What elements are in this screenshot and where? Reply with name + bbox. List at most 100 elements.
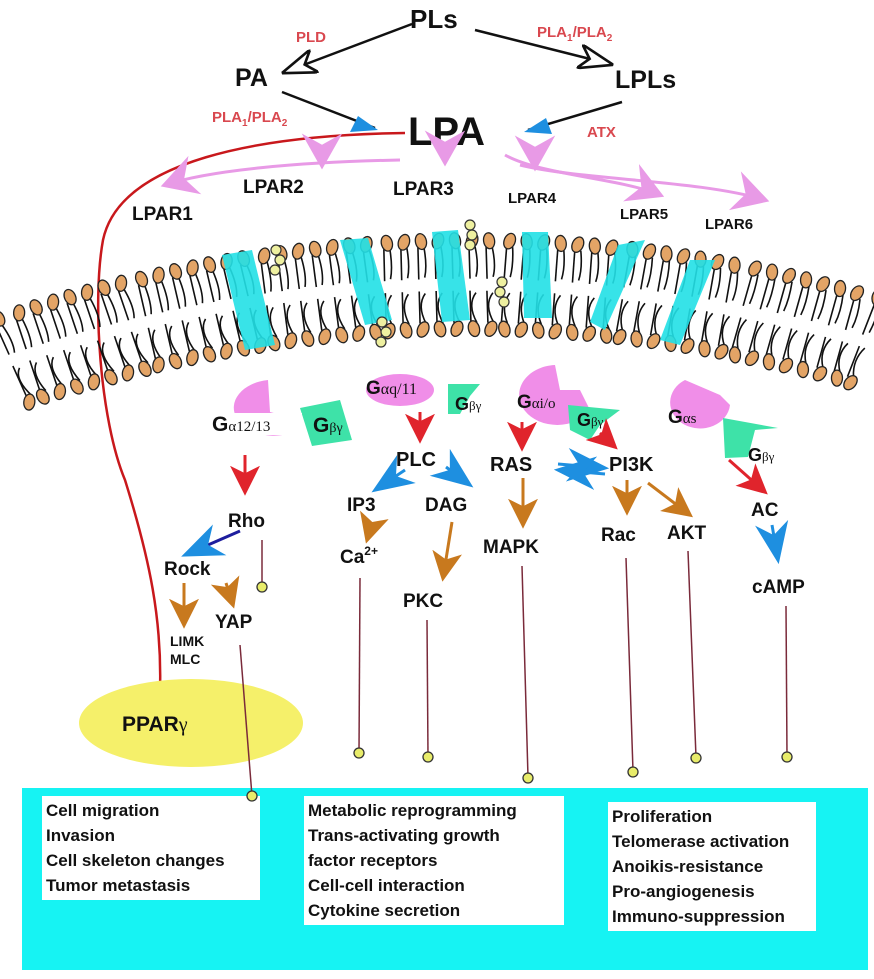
- outcome-box-metabolic: Metabolic reprogramming Trans-activating…: [304, 796, 564, 925]
- akt-label: AKT: [667, 523, 706, 544]
- phospholipid: [0, 310, 36, 411]
- pld-enzyme-label: PLD: [296, 29, 326, 46]
- phospholipid: [582, 237, 601, 342]
- g-alpha-q-shape: [366, 374, 434, 406]
- lpa-receptor-arrows: [160, 130, 770, 211]
- pparg-label: PPARγ: [122, 713, 188, 736]
- gbg-to-ac-arrow: [728, 458, 768, 495]
- phospholipid: [29, 299, 67, 401]
- lpls-to-lpa-arrowhead: [524, 118, 552, 134]
- outcome-item: factor receptors: [308, 851, 438, 870]
- phospholipid: [308, 240, 332, 346]
- phospholipid: [186, 259, 217, 363]
- lpa-label: LPA: [408, 110, 485, 154]
- phospholipid: [548, 234, 567, 340]
- lpar2-label: LPAR2: [243, 177, 304, 198]
- outcome-box-proliferation: Proliferation Telomerase activation Anoi…: [608, 802, 816, 931]
- plc-to-dag-arrow: [429, 448, 474, 488]
- phospholipid: [778, 271, 813, 374]
- gbg-label: Gβγ: [748, 445, 775, 465]
- phospholipid: [414, 232, 430, 338]
- mlc-label: MLC: [170, 651, 200, 667]
- phospholipid: [397, 233, 413, 339]
- dag-label: DAG: [425, 495, 467, 516]
- mapk-label: MAPK: [483, 537, 539, 558]
- ca-label: Ca2+: [340, 544, 378, 568]
- camp-connector: [785, 605, 788, 757]
- phospholipid: [744, 263, 779, 367]
- lpar4-label: LPAR4: [508, 190, 557, 207]
- rac-connector: [625, 557, 634, 772]
- signaling-arrows: [169, 412, 789, 629]
- phospholipid: [152, 266, 183, 370]
- lpar1-label: LPAR1: [132, 204, 193, 225]
- phospholipid: [291, 242, 315, 347]
- phospholipid: [565, 236, 585, 341]
- outcome-box-motility: Cell migration Invasion Cell skeleton ch…: [42, 796, 260, 900]
- limk-label: LIMK: [170, 633, 204, 649]
- rock-label: Rock: [164, 559, 211, 580]
- phospholipid: [482, 232, 498, 338]
- lpar5-helix: [590, 240, 645, 330]
- gq-11-protein: Gαq/11 Gβγ: [366, 374, 482, 414]
- lipid-bilayer-membrane: [0, 232, 874, 411]
- plc-to-ip3-arrow: [371, 455, 416, 493]
- lpar1-arrow: [160, 155, 401, 195]
- phospholipid: [168, 263, 199, 367]
- gi-o-protein: Gαi/o Gβγ: [517, 365, 620, 440]
- outcome-connectors: [239, 540, 788, 797]
- phospholipid: [114, 274, 152, 377]
- g-betagamma-shape: [448, 384, 480, 414]
- outcome-item: Cell migration: [46, 801, 160, 820]
- end-dot: [256, 581, 268, 593]
- phospholipid: [843, 289, 874, 391]
- end-dot: [690, 752, 702, 764]
- gbg-label: Gβγ: [455, 394, 482, 414]
- ras-pi3k-reverse-arrow: [553, 456, 606, 490]
- lpar1-helix: [222, 250, 275, 350]
- gs-label: Gαs: [668, 407, 697, 428]
- pi3k-label: PI3K: [609, 454, 654, 476]
- yap-label: YAP: [215, 612, 253, 633]
- g-betagamma-shape: [723, 418, 778, 458]
- pls-to-lpls-arrow: [474, 28, 610, 64]
- phospholipid: [63, 288, 101, 391]
- connector-end-dots: [246, 581, 793, 802]
- lpls-label: LPLs: [615, 66, 676, 94]
- phospholipid: [728, 260, 762, 364]
- effector-labels: Rho Rock YAP LIMK MLC PLC IP3 DAG Ca2+ P…: [164, 449, 805, 667]
- camp-label: cAMP: [752, 577, 805, 598]
- gs-protein: Gαs Gβγ: [668, 380, 778, 465]
- phospholipid: [134, 270, 165, 374]
- ras-label: RAS: [490, 454, 532, 476]
- phospholipid: [498, 232, 517, 338]
- lpar6-helix: [660, 260, 715, 345]
- phospholipid: [97, 279, 135, 382]
- ip3-label: IP3: [347, 495, 376, 516]
- phospholipid: [630, 243, 657, 348]
- phospholipid: [796, 276, 831, 379]
- ras-pi3k-forward-arrow: [557, 448, 610, 482]
- receptor-helices: [222, 230, 715, 350]
- g-alpha-s-shape: [670, 380, 730, 429]
- lpar5-label: LPAR5: [620, 206, 668, 223]
- outcome-item: Cytokine secretion: [308, 901, 461, 920]
- g-betagamma-shape: [300, 400, 352, 446]
- gq-label: Gαq/11: [366, 378, 417, 399]
- pparg-ellipse: [79, 679, 303, 767]
- lpar3-label: LPAR3: [393, 179, 454, 200]
- pa-label: PA: [235, 64, 268, 92]
- phospholipid: [325, 238, 349, 344]
- dag-to-pkc-arrow: [432, 521, 462, 582]
- outcome-item: Anoikis-resistance: [612, 857, 764, 876]
- outcome-item: Trans-activating growth: [308, 826, 500, 845]
- pls-label: PLs: [410, 4, 458, 34]
- lpar2-helix: [340, 238, 392, 325]
- gbg-label: Gβγ: [313, 414, 343, 437]
- gbg-to-pi3k-arrow: [585, 418, 618, 450]
- phospholipid: [714, 256, 741, 360]
- rac-label: Rac: [601, 525, 636, 546]
- end-dot: [422, 751, 434, 763]
- atx-enzyme-label: ATX: [587, 124, 616, 141]
